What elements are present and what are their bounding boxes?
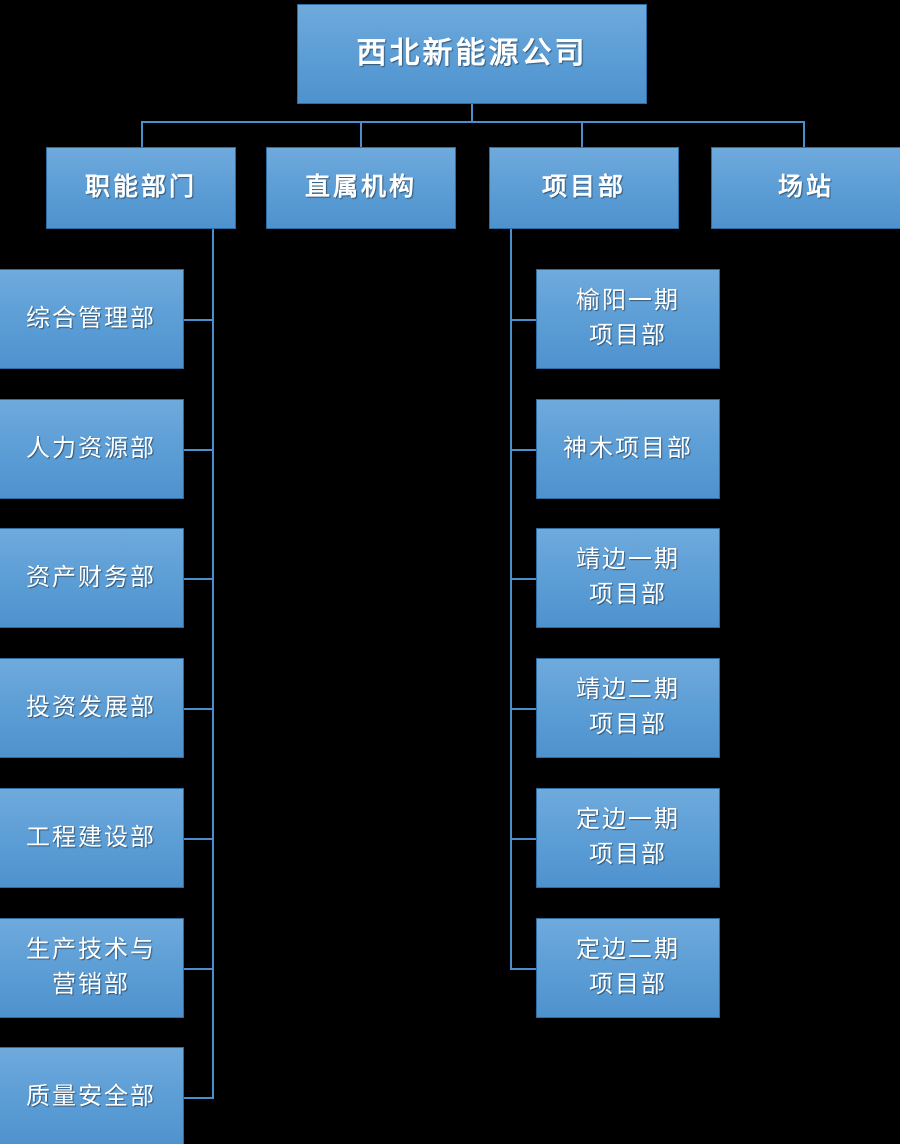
node-division-station[interactable]: 场站 xyxy=(711,147,900,229)
node-department-investment-development[interactable]: 投资发展部 xyxy=(0,658,184,758)
node-root-company[interactable]: 西北新能源公司 xyxy=(297,4,647,104)
connector-root-stem xyxy=(471,104,473,122)
connector-stub-functional-4 xyxy=(184,708,214,710)
node-division-functional[interactable]: 职能部门 xyxy=(46,147,236,229)
connector-project-spine xyxy=(510,229,512,969)
connector-stub-project-5 xyxy=(510,838,538,840)
node-department-assets-finance[interactable]: 资产财务部 xyxy=(0,528,184,628)
connector-level2-bus xyxy=(141,121,804,123)
connector-stub-project-4 xyxy=(510,708,538,710)
node-department-general-management[interactable]: 综合管理部 xyxy=(0,269,184,369)
connector-drop-station xyxy=(803,121,805,147)
node-department-human-resources[interactable]: 人力资源部 xyxy=(0,399,184,499)
connector-stub-project-3 xyxy=(510,578,538,580)
connector-stub-functional-1 xyxy=(184,319,214,321)
node-division-project[interactable]: 项目部 xyxy=(489,147,679,229)
connector-drop-direct-org xyxy=(360,121,362,147)
connector-drop-functional xyxy=(141,121,143,147)
connector-stub-functional-7 xyxy=(184,1097,214,1099)
connector-stub-functional-3 xyxy=(184,578,214,580)
node-department-quality-safety[interactable]: 质量安全部 xyxy=(0,1047,184,1144)
node-project-dingbian-phase1[interactable]: 定边一期 项目部 xyxy=(536,788,720,888)
connector-functional-spine xyxy=(212,229,214,1099)
connector-drop-project xyxy=(581,121,583,147)
node-department-engineering-construction[interactable]: 工程建设部 xyxy=(0,788,184,888)
connector-stub-project-6 xyxy=(510,968,538,970)
node-department-production-technology-marketing[interactable]: 生产技术与 营销部 xyxy=(0,918,184,1018)
node-project-yuyang-phase1[interactable]: 榆阳一期 项目部 xyxy=(536,269,720,369)
connector-stub-functional-2 xyxy=(184,449,214,451)
node-project-jingbian-phase1[interactable]: 靖边一期 项目部 xyxy=(536,528,720,628)
connector-stub-functional-6 xyxy=(184,968,214,970)
connector-stub-functional-5 xyxy=(184,838,214,840)
node-division-direct-org[interactable]: 直属机构 xyxy=(266,147,456,229)
node-project-dingbian-phase2[interactable]: 定边二期 项目部 xyxy=(536,918,720,1018)
node-project-jingbian-phase2[interactable]: 靖边二期 项目部 xyxy=(536,658,720,758)
node-project-shenmu[interactable]: 神木项目部 xyxy=(536,399,720,499)
connector-stub-project-1 xyxy=(510,319,538,321)
connector-stub-project-2 xyxy=(510,449,538,451)
